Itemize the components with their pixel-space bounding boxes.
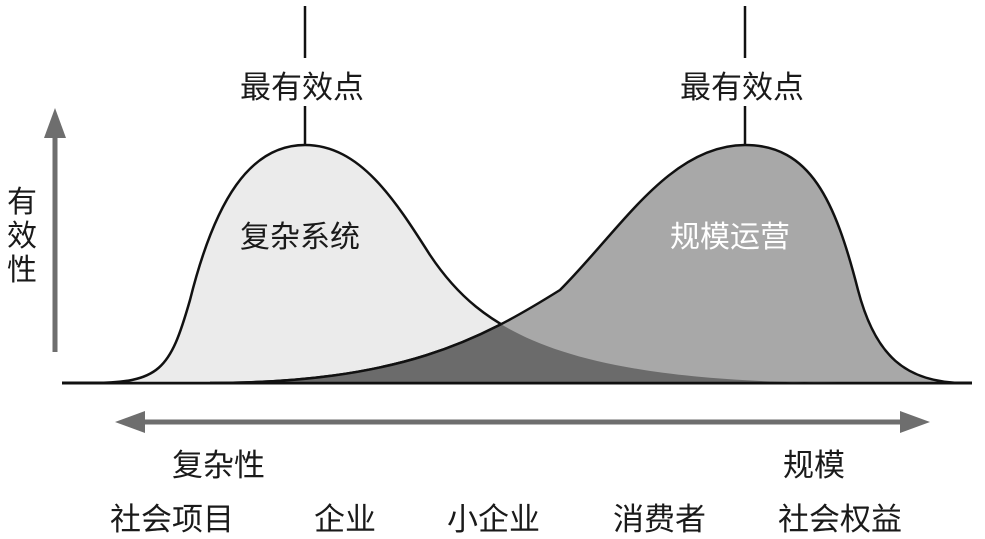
y-axis-label-char-2: 效 — [7, 219, 37, 254]
category-label-1: 社会项目 — [110, 502, 234, 538]
y-axis-label-char-1: 有 — [7, 185, 37, 220]
y-axis-arrow — [44, 108, 66, 352]
x-axis-double-arrow — [115, 411, 930, 433]
left-peak-label: 最有效点 — [240, 70, 364, 106]
y-axis-label: 有 效 性 — [2, 186, 42, 288]
category-label-4: 消费者 — [613, 502, 706, 538]
right-curve-label: 规模运营 — [670, 220, 790, 255]
left-curve-label: 复杂系统 — [240, 220, 360, 255]
y-axis-label-char-3: 性 — [7, 253, 37, 288]
category-label-5: 社会权益 — [778, 502, 902, 538]
right-peak-label: 最有效点 — [680, 70, 804, 106]
category-label-2: 企业 — [314, 502, 376, 538]
axis-right-end-label: 规模 — [783, 448, 845, 484]
axis-left-end-label: 复杂性 — [172, 448, 265, 484]
category-label-3: 小企业 — [447, 502, 540, 538]
